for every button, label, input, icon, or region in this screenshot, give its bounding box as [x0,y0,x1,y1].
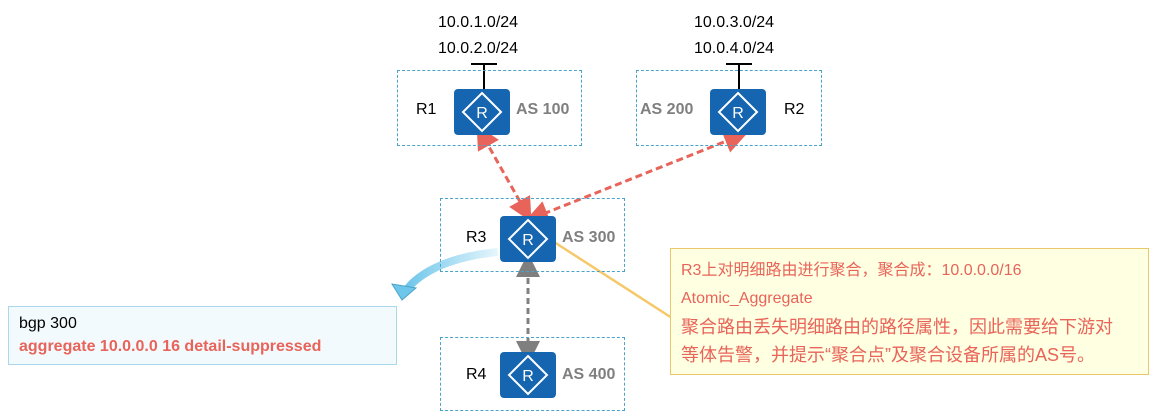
as400-box [440,337,625,411]
r2-network-label: 10.0.3.0/24 10.0.4.0/24 [694,12,774,60]
router-icon: R [461,91,503,133]
r2-r3-update-arrow [524,130,748,224]
router-r1[interactable]: R [454,89,510,135]
router-icon: R [507,218,549,260]
r1-network-2: 10.0.2.0/24 [438,40,519,57]
svg-text:R: R [522,232,534,249]
r1-r3-update-arrow [476,124,532,222]
note-box: R3上对明细路由进行聚合，聚合成：10.0.0.0/16 Atomic_Aggr… [670,248,1149,375]
note-line-4: 等体告警，并提示“聚合点”及聚合设备所属的AS号。 [681,345,1095,365]
svg-text:R: R [732,105,744,122]
r2-network-stub [726,63,752,89]
as200-label: AS 200 [640,101,694,118]
as400-label: AS 400 [562,366,616,383]
router-r2[interactable]: R [710,89,766,135]
as300-box [440,198,625,272]
r3-label: R3 [466,229,487,246]
as200-box [636,70,822,146]
config-line-bgp: bgp 300 [19,315,77,332]
callout-line [550,238,673,320]
router-icon: R [717,91,759,133]
as100-label: AS 100 [516,101,570,118]
router-r3[interactable]: R [500,216,556,262]
r2-network-1: 10.0.3.0/24 [694,14,775,31]
r1-network-stub [471,63,497,89]
r1-label: R1 [416,101,437,118]
r1-network-1: 10.0.1.0/24 [438,14,519,31]
as100-box [397,70,582,146]
svg-text:R: R [476,105,488,122]
as300-label: AS 300 [562,229,616,246]
note-line-1: R3上对明细路由进行聚合，聚合成：10.0.0.0/16 [681,262,1022,279]
router-r4[interactable]: R [500,352,556,398]
note-line-3: 聚合路由丢失明细路由的路径属性，因此需要给下游对 [681,317,1113,337]
config-box: bgp 300 aggregate 10.0.0.0 16 detail-sup… [8,306,397,365]
r2-label: R2 [784,101,805,118]
curved-arrow-icon [390,248,499,301]
r1-network-label: 10.0.1.0/24 10.0.2.0/24 [438,12,518,60]
svg-text:R: R [522,368,534,385]
r4-label: R4 [466,366,487,383]
r2-network-2: 10.0.4.0/24 [694,40,775,57]
note-line-2: Atomic_Aggregate [681,290,813,307]
router-icon: R [507,354,549,396]
config-line-aggregate: aggregate 10.0.0.0 16 detail-suppressed [19,338,322,355]
